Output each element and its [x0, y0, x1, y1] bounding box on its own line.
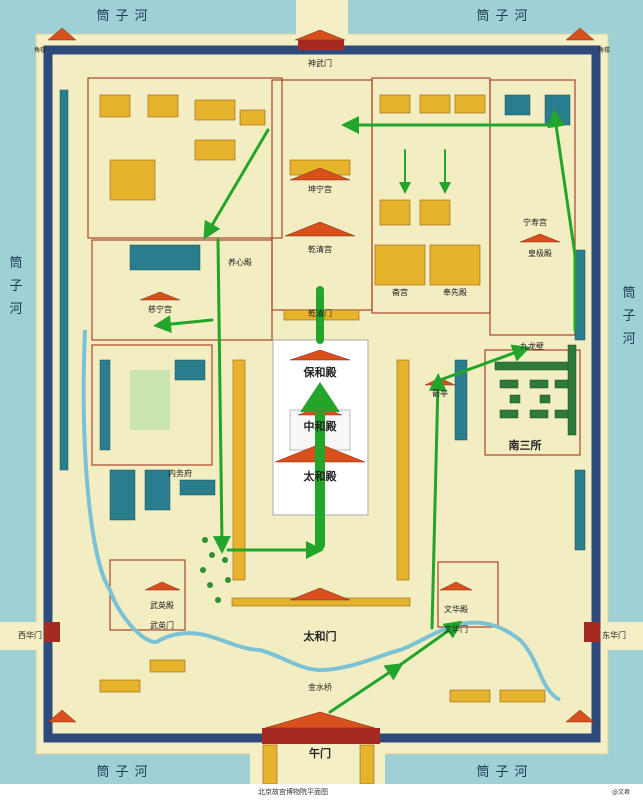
route-arrowhead: [300, 382, 340, 412]
gate-label-qianqingmen: 乾清门: [308, 308, 332, 318]
hall-label-wenhuadian: 文华殿: [444, 604, 468, 614]
roof-icons: [44, 27, 600, 744]
gate-label-wumen: 午门: [309, 746, 331, 760]
hall-label-huangjidian: 皇极殿: [528, 248, 552, 258]
caption-bar: 北京故宫博物院平面图 @文君: [0, 784, 643, 800]
route-arrow: [153, 315, 214, 334]
gate-label-wuyingmen: 武英门: [150, 620, 174, 630]
bridge-label-jinshuiqiao: 金水桥: [308, 682, 332, 692]
hall-label-zhonghedian: 中和殿: [304, 419, 338, 433]
route-arrow: [328, 663, 404, 714]
gate-label-wenhuamen: 文华门: [444, 624, 468, 634]
west-bridge: [0, 622, 48, 650]
hall-label-baohedian: 保和殿: [303, 365, 338, 379]
hall-label-kunninggong: 坤宁宫: [308, 184, 332, 194]
hall-label-ningshougong: 宁寿宫: [523, 217, 547, 227]
gate-label-xihuamen: 西华门: [18, 630, 42, 640]
gate-label-shenwumen: 神武门: [308, 58, 332, 68]
corner-tower-label: 角楼: [34, 46, 46, 54]
route-arrow: [212, 238, 231, 554]
hall-label-ciningong: 慈宁宫: [148, 304, 172, 314]
hall-label-qianqinggong: 乾清宫: [308, 244, 332, 254]
hall-label-jiulongbi: 九龙壁: [520, 341, 544, 351]
moat-label: 筒子河: [476, 764, 533, 780]
hall-label-wuyingdian: 武英殿: [150, 600, 174, 610]
route-arrow: [428, 373, 447, 630]
corner-tower-icon: [47, 27, 77, 41]
hall-label-taihedian: 太和殿: [303, 469, 338, 483]
tour-route: [153, 109, 577, 714]
route-arrow: [398, 620, 463, 667]
east-bridge: [596, 622, 643, 650]
hall-label-nansansuo: 南三所: [509, 438, 542, 452]
map-title: 北京故宫博物院平面图: [258, 788, 328, 796]
watermark: @文君: [612, 789, 631, 796]
hall-label-fengxiandian: 奉先殿: [443, 287, 467, 297]
hall-label-neiwufu: 内务府: [168, 468, 192, 478]
corner-tower-icon: [47, 709, 77, 723]
hall-label-jianting: 箭亭: [432, 388, 448, 398]
corner-tower-icon: [565, 709, 595, 723]
moat-label: 筒子河: [7, 255, 23, 325]
trees: [200, 537, 231, 603]
route-arrow: [438, 344, 531, 382]
moat-label: 筒子河: [96, 764, 153, 780]
moat-label: 筒子河: [96, 8, 153, 24]
gate-label-donghuamen: 东华门: [602, 630, 626, 640]
building-blocks: [59, 89, 586, 703]
inner-golden-water-stream: [81, 329, 562, 702]
moat-label: 筒子河: [476, 8, 533, 24]
corner-tower-icon: [565, 27, 595, 41]
moat-label: 筒子河: [620, 285, 636, 355]
hall-label-zhaigong: 斋宫: [392, 287, 408, 297]
gate-label-taihemen: 太和门: [303, 629, 337, 643]
hall-label-yangxindian: 养心殿: [228, 257, 252, 267]
route-arrow: [547, 109, 577, 332]
route-arrow: [203, 128, 270, 240]
corner-tower-label: 角楼: [598, 46, 610, 54]
